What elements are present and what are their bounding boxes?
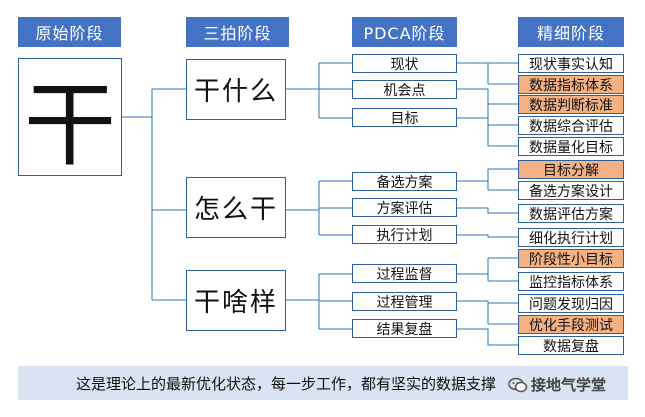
leaf-data-evaluation-plan: 数据评估方案 [518,204,624,223]
header-original-stage: 原始阶段 [18,17,121,47]
watermark-text: 接地气学堂 [531,376,607,394]
header-fine-stage: 精细阶段 [518,17,624,47]
header-three-beat-stage: 三拍阶段 [186,17,289,47]
header-pdca-stage: PDCA阶段 [352,17,457,47]
leaf-optimization-method-test: 优化手段测试 [518,315,624,334]
leaf-monitoring-metric-system: 监控指标体系 [518,272,624,291]
wechat-icon [508,377,528,392]
pdca-execution-plan: 执行计划 [352,225,457,244]
pdca-alternative-plans: 备选方案 [352,172,457,191]
leaf-data-review: 数据复盘 [518,336,624,355]
pdca-process-supervision: 过程监督 [352,264,457,283]
pdca-result-review: 结果复盘 [352,319,457,338]
leaf-problem-discovery-attribution: 问题发现归因 [518,294,624,313]
stage-what-to-do: 干什么 [186,59,286,120]
leaf-alternative-plan-design: 备选方案设计 [518,181,624,200]
pdca-plan-evaluation: 方案评估 [352,198,457,217]
leaf-target-decomposition: 目标分解 [518,160,624,179]
pdca-target: 目标 [352,108,457,127]
leaf-data-metric-system: 数据指标体系 [518,75,624,94]
pdca-process-management: 过程管理 [352,292,457,311]
leaf-current-fact-cognition: 现状事实认知 [518,54,624,73]
pdca-current-state: 现状 [352,54,457,73]
watermark: 接地气学堂 [508,374,606,395]
root-node: 干 [18,58,122,179]
pdca-opportunity: 机会点 [352,80,457,99]
leaf-data-judgment-standard: 数据判断标准 [518,95,624,114]
footer-banner: 这是理论上的最新优化状态，每一步工作，都有坚实的数据支撑 [18,366,628,400]
leaf-stage-small-target: 阶段性小目标 [518,249,624,268]
stage-how-to-do: 怎么干 [186,177,286,238]
stage-what-result: 干啥样 [186,270,286,331]
footer-text: 这是理论上的最新优化状态，每一步工作，都有坚实的数据支撑 [76,374,497,393]
leaf-refined-execution-plan: 细化执行计划 [518,228,624,247]
leaf-data-quantified-target: 数据量化目标 [518,137,624,156]
leaf-data-comprehensive-evaluation: 数据综合评估 [518,116,624,135]
